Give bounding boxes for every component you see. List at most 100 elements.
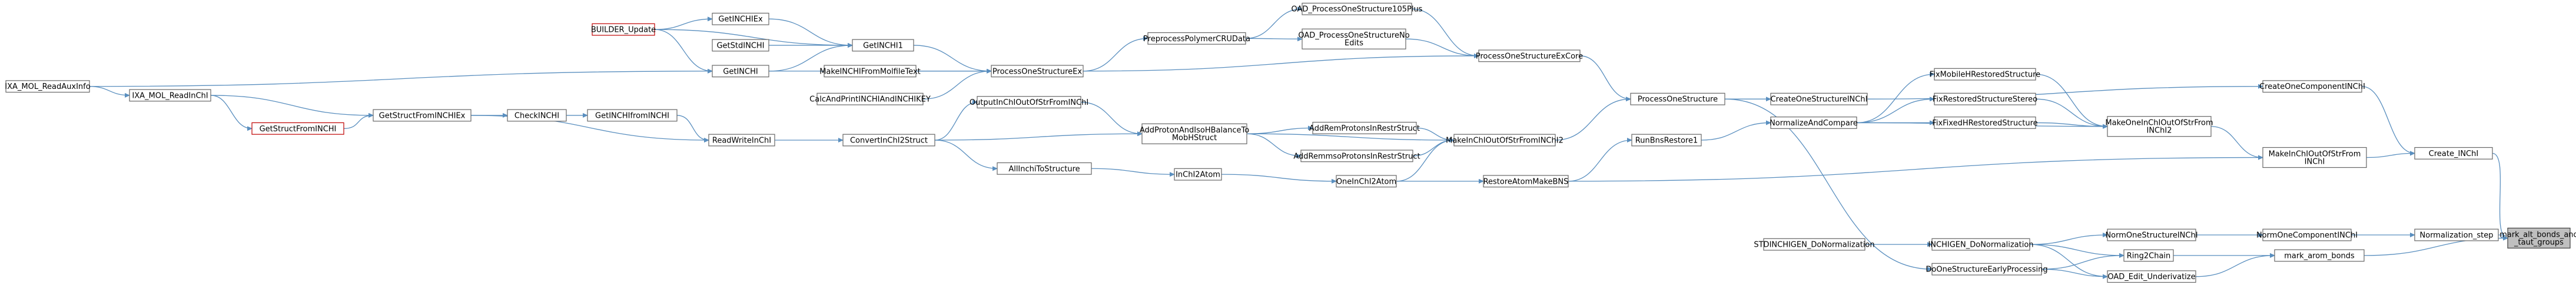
node-inchi2atom[interactable]: InChI2Atom bbox=[1174, 168, 1222, 181]
node-preprocess-poly[interactable]: PreprocessPolymerCRUData bbox=[1143, 32, 1250, 45]
node-ring2chain[interactable]: Ring2Chain bbox=[2123, 249, 2174, 262]
node-target[interactable]: mark_alt_bonds_and_taut_groups bbox=[2499, 227, 2576, 248]
node-label: MakeOneInChIOutOfStrFrom bbox=[2105, 119, 2213, 128]
node-add-rem[interactable]: AddRemProtonsInRestrStruct bbox=[1309, 121, 1420, 134]
node-box bbox=[712, 12, 769, 25]
edge-process-one-to-do-early bbox=[1724, 98, 1933, 272]
edge-oad-edit-to-mark-arom bbox=[2195, 253, 2275, 277]
node-label: FixMobileHRestoredStructure bbox=[1930, 71, 2040, 79]
node-read-write[interactable]: ReadWriteInChI bbox=[708, 134, 775, 147]
node-get-inchi-ex[interactable]: GetINCHIEx bbox=[712, 12, 769, 25]
node-label: OneInChI2Atom bbox=[1336, 177, 1396, 186]
node-label: GetINCHIEx bbox=[718, 15, 763, 24]
node-box bbox=[1770, 92, 1868, 105]
node-label: GetINCHI1 bbox=[863, 41, 903, 50]
node-norm-one-struct[interactable]: NormOneStructureINChI bbox=[2105, 228, 2198, 241]
node-norm-compare[interactable]: NormalizeAndCompare bbox=[1770, 117, 1858, 129]
node-label: AddProtonAndIsoHBalanceTo bbox=[1140, 126, 1249, 135]
node-label: ProcessOneStructureEx bbox=[992, 67, 1082, 76]
node-create-one-comp[interactable]: CreateOneComponentINChI bbox=[2259, 80, 2365, 93]
node-box bbox=[5, 80, 90, 93]
node-box bbox=[2107, 116, 2212, 137]
node-get-struct-red[interactable]: GetStructFromINCHI bbox=[251, 122, 344, 135]
node-convert-inchi[interactable]: ConvertInChI2Struct bbox=[842, 134, 935, 147]
node-label: MakeINCHIFromMolfileText bbox=[819, 67, 921, 76]
node-label: ProcessOneStructure bbox=[1638, 95, 1718, 104]
node-inchigen-dn[interactable]: INCHIGEN_DoNormalization bbox=[1928, 238, 2034, 251]
node-norm-step[interactable]: Normalization_step bbox=[2414, 228, 2499, 241]
edge-get-inchi-ex-to-get-inchi1 bbox=[768, 18, 853, 48]
node-builder[interactable]: BUILDER_Update bbox=[591, 23, 656, 36]
node-fix-fixedh[interactable]: FixFixedHRestoredStructure bbox=[1932, 117, 2038, 129]
edge-inchigen-dn-to-oad-edit bbox=[2029, 244, 2108, 279]
edge-fix-stereo-to-make-inchi2 bbox=[2035, 98, 2108, 129]
node-box bbox=[997, 162, 1092, 175]
node-label: AddRemProtonsInRestrStruct bbox=[1309, 124, 1420, 133]
node-ixa-readinchi[interactable]: IXA_MOL_ReadInChI bbox=[129, 89, 211, 102]
node-get-struct-from[interactable]: GetStructFromINCHIEx bbox=[373, 109, 472, 122]
node-create-one-struct[interactable]: CreateOneStructureINChI bbox=[1770, 92, 1868, 105]
node-label: CreateOneStructureINChI bbox=[1771, 95, 1868, 104]
node-label: STDINCHIGEN_DoNormalization bbox=[1754, 241, 1874, 250]
node-box bbox=[2107, 270, 2196, 283]
node-oad-edit[interactable]: OAD_Edit_Underivatize bbox=[2107, 270, 2196, 283]
node-make-inchi-from[interactable]: MakeInChIOutOfStrFromINChI bbox=[2262, 147, 2367, 168]
node-create-inchi[interactable]: Create_INChI bbox=[2414, 147, 2493, 160]
node-label: mark_alt_bonds_and bbox=[2499, 230, 2576, 239]
edge-get-inchi-to-get-inchi1 bbox=[768, 42, 853, 72]
node-label: MakeInChIOutOfStrFrom bbox=[2269, 150, 2361, 158]
node-one-inchi2atom[interactable]: OneInChI2Atom bbox=[1336, 175, 1397, 188]
node-label: Ring2Chain bbox=[2127, 251, 2171, 260]
node-label: FixFixedHRestoredStructure bbox=[1932, 119, 2037, 128]
node-do-early[interactable]: DoOneStructureEarlyProcessing bbox=[1926, 263, 2048, 276]
node-restore-bns[interactable]: RestoreAtomMakeBNS bbox=[1483, 175, 1569, 188]
node-label: BUILDER_Update bbox=[591, 26, 656, 35]
edge-convert-inchi-to-all-inchi bbox=[934, 140, 998, 171]
edge-ixa-aux-to-get-inchi bbox=[89, 68, 713, 87]
node-calc-print[interactable]: CalcAndPrintINCHIAndINCHIKEY bbox=[809, 92, 931, 105]
node-box bbox=[1931, 263, 2042, 276]
node-label: DoOneStructureEarlyProcessing bbox=[1926, 266, 2047, 274]
node-label: Normalization_step bbox=[2420, 231, 2494, 240]
node-box bbox=[1141, 123, 1247, 144]
node-norm-one-comp[interactable]: NormOneComponentINChI bbox=[2256, 228, 2358, 241]
node-box bbox=[2414, 147, 2493, 160]
node-get-inchi[interactable]: GetINCHI bbox=[712, 65, 769, 78]
node-label: NormOneStructureINChI bbox=[2105, 231, 2197, 240]
node-std-dn[interactable]: STDINCHIGEN_DoNormalization bbox=[1754, 238, 1875, 251]
node-run-bns[interactable]: RunBnsRestore1 bbox=[1631, 134, 1702, 147]
node-fix-mobile[interactable]: FixMobileHRestoredStructure bbox=[1930, 68, 2040, 81]
node-process-ex[interactable]: ProcessOneStructureEx bbox=[991, 65, 1084, 78]
node-process-one[interactable]: ProcessOneStructure bbox=[1630, 92, 1725, 105]
graph-nodes: mark_alt_bonds_and_taut_groups Normalizat… bbox=[5, 2, 2576, 283]
node-ixa-aux[interactable]: IXA_MOL_ReadAuxInfo bbox=[5, 80, 91, 93]
node-make-inchi-mol[interactable]: MakeINCHIFromMolfileText bbox=[819, 65, 921, 78]
node-box bbox=[1934, 92, 2036, 105]
node-all-inchi[interactable]: AllInchiToStructure bbox=[997, 162, 1092, 175]
node-label: InChI2Atom bbox=[1176, 171, 1220, 180]
node-make-inchi-strfrom[interactable]: MakeInChIOutOfStrFromINChI2 bbox=[1446, 134, 1563, 147]
node-get-std[interactable]: GetStdINCHI bbox=[712, 39, 769, 52]
node-oad-105[interactable]: OAD_ProcessOneStructure105Plus bbox=[1292, 2, 1423, 15]
node-get-inchi1[interactable]: GetINCHI1 bbox=[852, 39, 914, 52]
node-box bbox=[1478, 49, 1581, 62]
node-add-remmso[interactable]: AddRemmsoProtonsInRestrStruct bbox=[1293, 150, 1420, 163]
edge-inchigen-dn-to-ring2chain bbox=[2029, 244, 2124, 258]
edge-builder-to-get-inchi-ex bbox=[654, 16, 713, 30]
node-fix-stereo[interactable]: FixRestoredStructureStereo bbox=[1933, 92, 2037, 105]
node-output-inchi[interactable]: OutputInChIOutOfStrFromINChI bbox=[970, 96, 1088, 109]
node-process-ex-core[interactable]: ProcessOneStructureExCore bbox=[1476, 49, 1583, 62]
node-box bbox=[991, 65, 1084, 78]
node-box bbox=[507, 109, 567, 122]
node-label: RunBnsRestore1 bbox=[1635, 136, 1698, 145]
node-label: CheckINCHI bbox=[514, 111, 559, 120]
node-box bbox=[592, 23, 655, 36]
node-get-inchi-from[interactable]: GetINCHIfromINCHI bbox=[587, 109, 678, 122]
node-box bbox=[1931, 238, 2030, 251]
node-mark-arom[interactable]: mark_arom_bonds bbox=[2274, 249, 2365, 262]
node-check-inchi[interactable]: CheckINCHI bbox=[507, 109, 567, 122]
edge-inchi2atom-to-one-inchi2atom bbox=[1221, 174, 1337, 184]
